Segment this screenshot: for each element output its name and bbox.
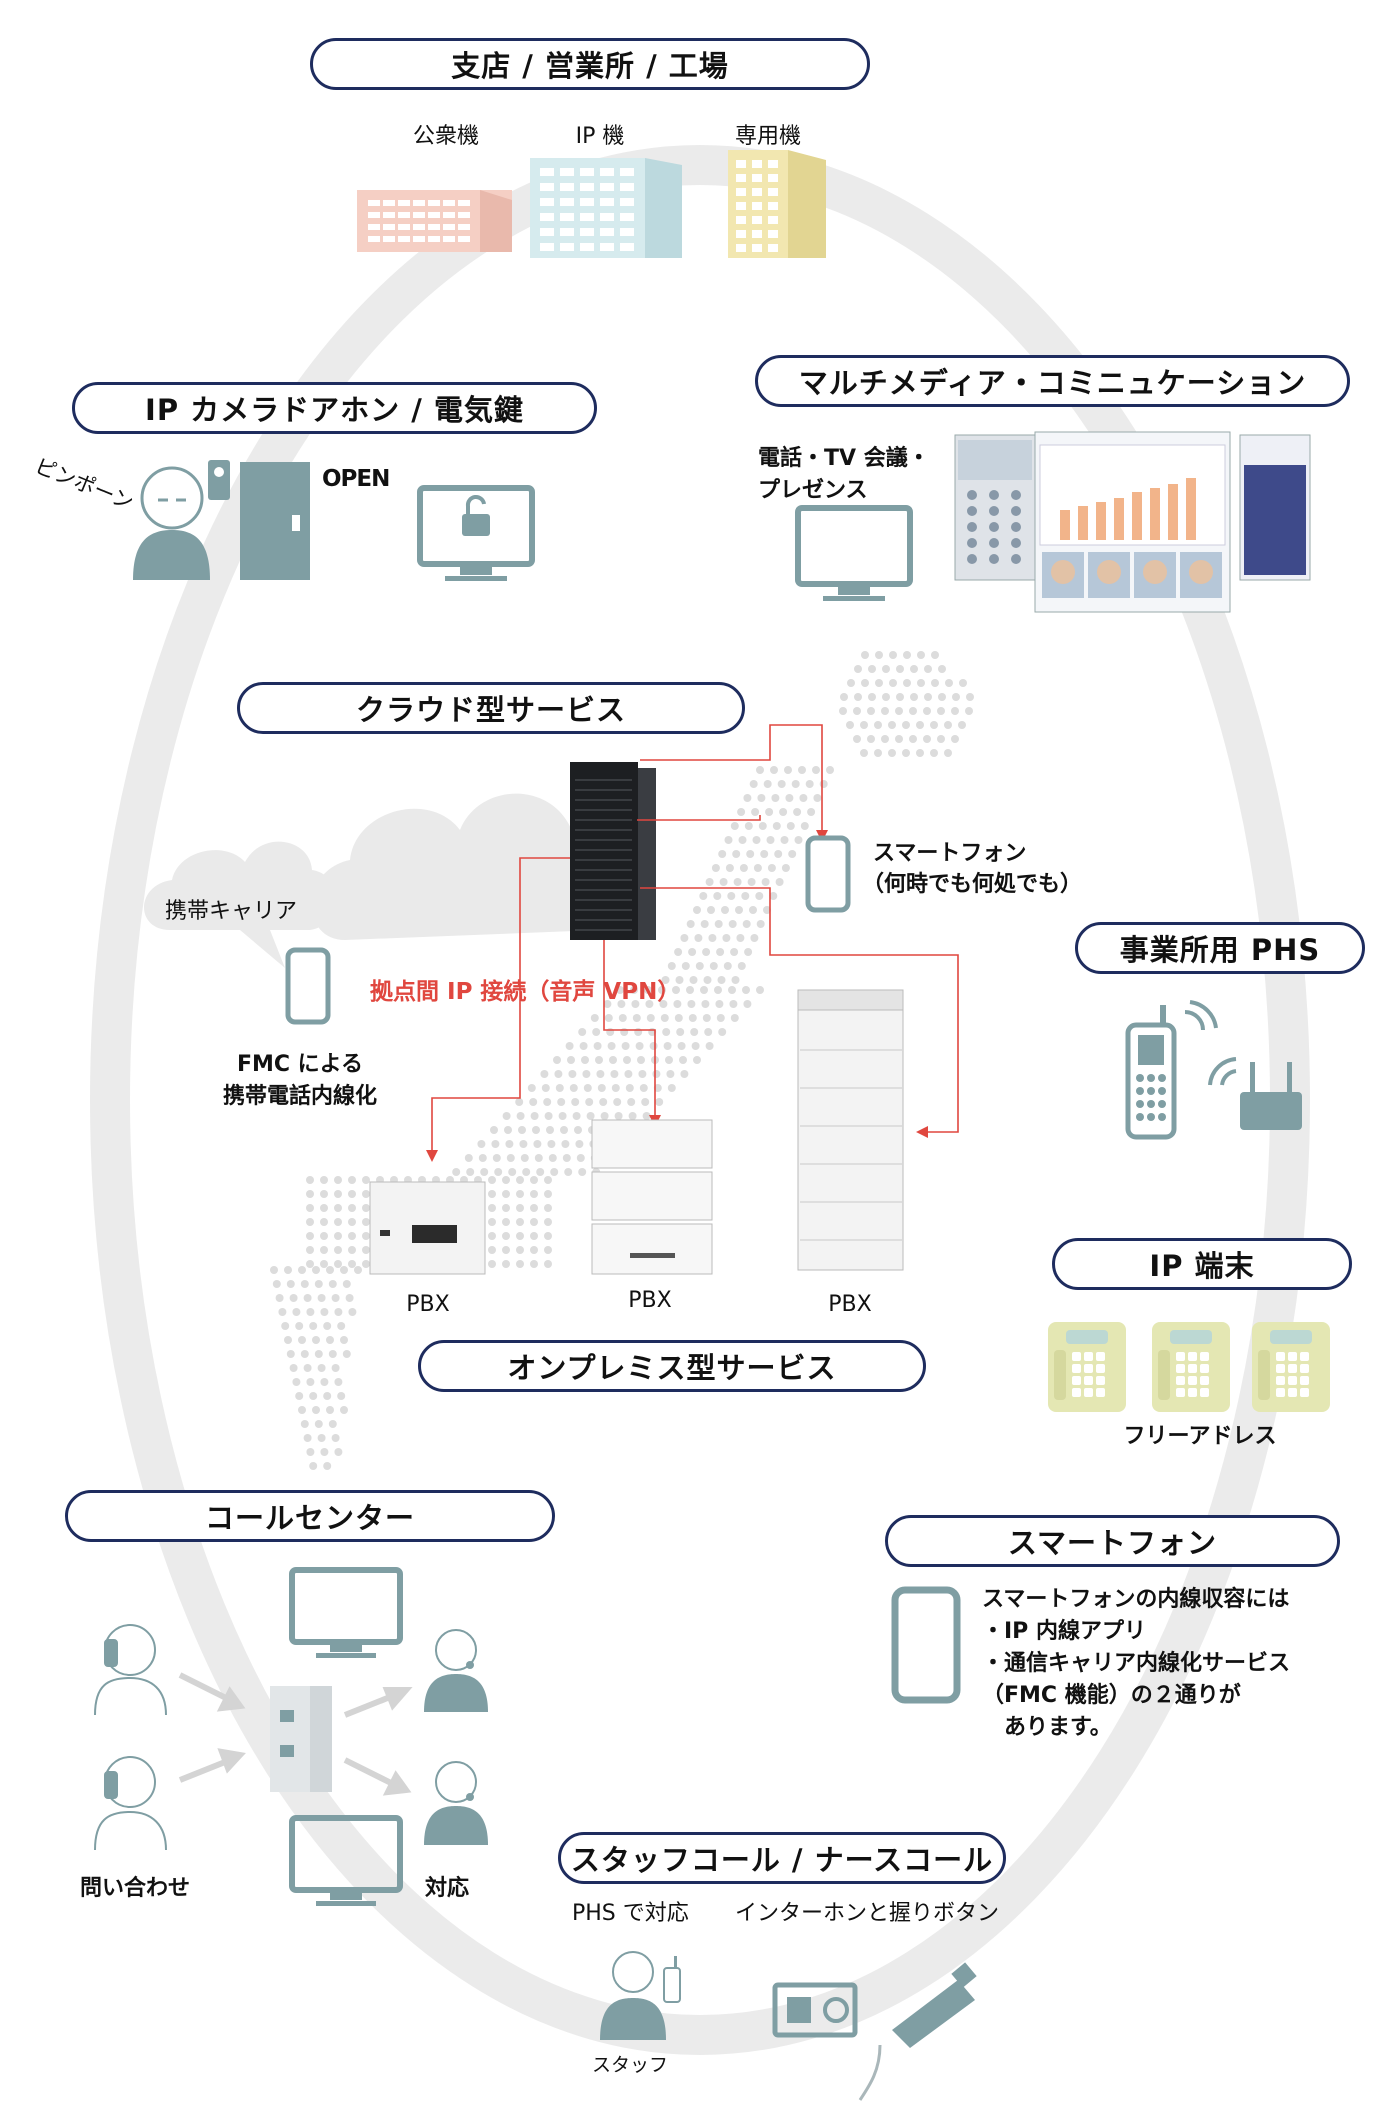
staff-nurse-icon — [600, 1951, 681, 2040]
open-label: OPEN — [322, 466, 390, 492]
branch-section-title: 支店 / 営業所 / 工場 — [310, 38, 870, 90]
caller-bottom-icon — [94, 1756, 167, 1851]
wifi-router-icon — [1208, 1057, 1302, 1130]
callcenter-section-title: コールセンター — [65, 1490, 555, 1542]
smartphone-note-line3: ・通信キャリア内線化サービス — [982, 1651, 1291, 1676]
ip-terminal-section-title: IP 端末 — [1052, 1238, 1352, 1290]
smartphone-note-line1: スマートフォンの内線収容には — [982, 1587, 1290, 1612]
callcenter-monitor-bottom-icon — [289, 1815, 403, 1906]
call-flow-arrows — [178, 1672, 413, 1796]
pbx-large-icon — [797, 989, 904, 1271]
cloud-section-title: クラウド型サービス — [237, 682, 745, 734]
presence-screenshot — [1239, 434, 1311, 581]
smartphone-note: スマートフォンの内線収容には ・IP 内線アプリ ・通信キャリア内線化サービス … — [982, 1584, 1290, 1744]
cloud-smartphone-icon — [805, 835, 851, 913]
fmc-label-line1: FMC による — [236, 1052, 364, 1077]
response-label: 対応 — [425, 1876, 470, 1901]
grip-button-icon — [858, 1962, 977, 2101]
cloud-smartphone-label-line1: スマートフォン — [873, 841, 1027, 866]
vpn-link-label: 拠点間 IP 接続（音声 VPN） — [370, 979, 681, 1005]
callcenter-monitor-top-icon — [289, 1567, 403, 1658]
japan-dot-map — [270, 651, 974, 1470]
carrier-label: 携帯キャリア — [165, 899, 298, 924]
phs-response-caption: PHS で対応 — [572, 1901, 689, 1926]
building-ip-icon — [530, 158, 682, 258]
acd-server-icon — [270, 1686, 332, 1792]
staff-label: スタッフ — [591, 2054, 669, 2076]
carrier-speech-bubble — [143, 841, 337, 968]
smartphone-section-icon — [891, 1586, 961, 1704]
operator-top-icon — [424, 1629, 488, 1712]
pbx-small-label: PBX — [406, 1292, 450, 1317]
door-icon — [240, 462, 310, 580]
smartphone-note-line5: あります。 — [982, 1715, 1112, 1740]
free-address-label: フリーアドレス — [1123, 1424, 1277, 1449]
smartphone-note-line2: ・IP 内線アプリ — [982, 1619, 1146, 1644]
pbx-medium-icon — [591, 1119, 713, 1275]
fmc-label-line2: 携帯電話内線化 — [222, 1084, 378, 1109]
multimedia-caption-line1: 電話・TV 会議・ — [758, 446, 930, 471]
multimedia-section-title: マルチメディア・コミニュケーション — [755, 355, 1350, 407]
phs-handset-icon — [1125, 1000, 1218, 1140]
smartphone-note-line4: （FMC 機能）の２通りが — [982, 1683, 1241, 1708]
door-camera-icon — [208, 460, 230, 500]
caller-top-icon — [94, 1624, 167, 1716]
phs-section-title: 事業所用 PHS — [1075, 922, 1365, 974]
cloud-server-rack-icon — [570, 762, 656, 940]
tv-conference-screenshot — [1034, 431, 1231, 613]
fmc-phone-icon — [285, 947, 331, 1025]
building-dedicated-label: 専用機 — [734, 124, 802, 149]
cloud-smartphone-label-line2: （何時でも何処でも） — [862, 872, 1083, 897]
softphone-screenshot — [954, 434, 1036, 581]
intercom-grip-caption: インターホンと握りボタン — [735, 1901, 1000, 1926]
multimedia-caption-line2: プレゼンス — [758, 478, 868, 503]
intercom-section-title: IP カメラドアホン / 電気鍵 — [72, 382, 597, 434]
operator-bottom-icon — [424, 1761, 488, 1845]
onprem-section-title: オンプレミス型サービス — [418, 1340, 926, 1392]
smartphone-section-title: スマートフォン — [885, 1515, 1340, 1567]
cloud-shape — [311, 793, 625, 940]
visitor-person-icon — [133, 466, 210, 580]
staffcall-section-title: スタッフコール / ナースコール — [558, 1832, 1006, 1884]
pbx-medium-label: PBX — [628, 1288, 672, 1313]
building-dedicated-icon — [728, 150, 826, 258]
inquiry-label: 問い合わせ — [80, 1876, 191, 1901]
pbx-small-icon — [369, 1181, 486, 1275]
building-public-icon — [357, 190, 512, 252]
ip-phone-icons — [1048, 1322, 1330, 1412]
intercom-unit-icon — [772, 1982, 858, 2038]
building-ip-label: IP 機 — [575, 124, 625, 149]
pbx-large-label: PBX — [828, 1292, 872, 1317]
building-public-label: 公衆機 — [412, 124, 480, 149]
multimedia-monitor-icon — [795, 505, 913, 601]
monitor-unlock-icon — [417, 485, 535, 581]
vpn-link-lines — [431, 724, 959, 1150]
